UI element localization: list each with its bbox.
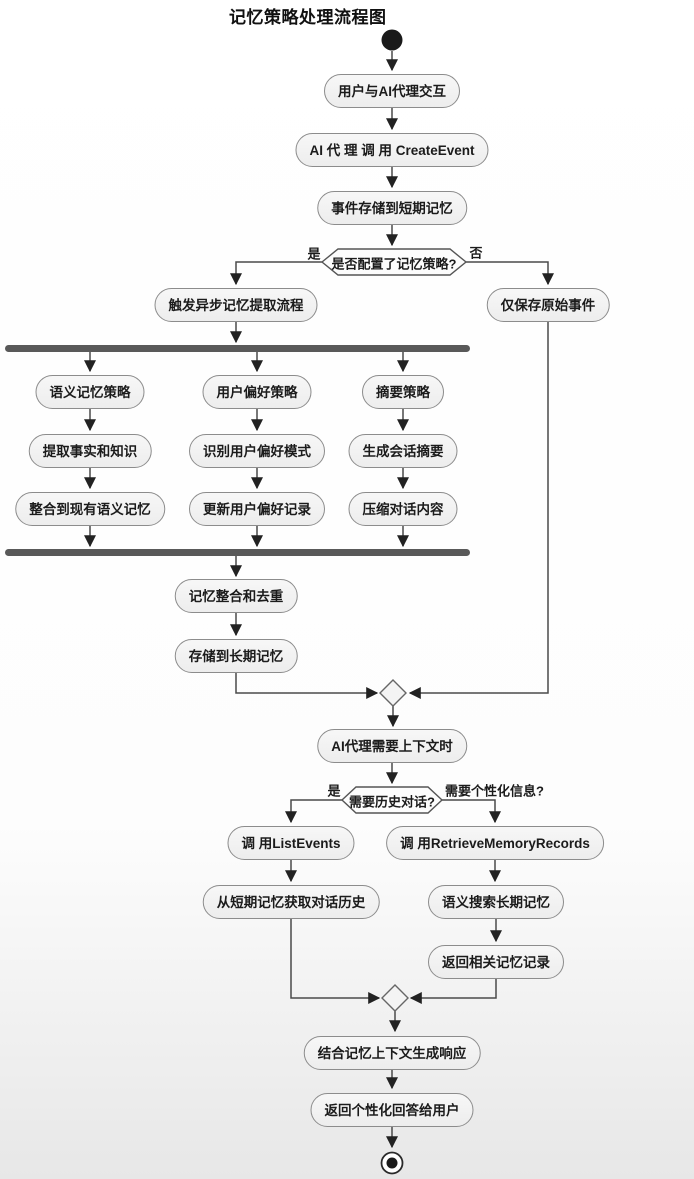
node-user-interact: 用户与AI代理交互 bbox=[324, 74, 460, 108]
node-call-create-event: AI 代 理 调 用 CreateEvent bbox=[295, 133, 489, 167]
node-save-raw-only: 仅保存原始事件 bbox=[486, 288, 610, 322]
node-semantic-strategy: 语义记忆策略 bbox=[35, 375, 145, 409]
end-node-inner bbox=[386, 1157, 398, 1169]
node-return-records: 返回相关记忆记录 bbox=[428, 945, 564, 979]
decision2-question: 需要历史对话? bbox=[349, 794, 435, 810]
node-store-short-term: 事件存储到短期记忆 bbox=[317, 191, 467, 225]
edge-save-raw-to-merge1 bbox=[408, 322, 549, 699]
diagram-title: 记忆策略处理流程图 bbox=[229, 8, 387, 27]
node-consolidate-dedup: 记忆整合和去重 bbox=[174, 579, 298, 613]
node-preference-strategy: 用户偏好策略 bbox=[202, 375, 312, 409]
node-need-context: AI代理需要上下文时 bbox=[317, 729, 467, 763]
decision1-question: 是否配置了记忆策略? bbox=[331, 256, 457, 272]
node-generate-summary: 生成会话摘要 bbox=[348, 434, 458, 468]
merge1-diamond bbox=[379, 679, 407, 707]
decision2-right-label: 需要个性化信息? bbox=[445, 783, 544, 799]
node-identify-preference: 识别用户偏好模式 bbox=[189, 434, 325, 468]
node-semantic-search: 语义搜索长期记忆 bbox=[428, 885, 564, 919]
node-merge-semantic: 整合到现有语义记忆 bbox=[15, 492, 165, 526]
edge-return-records-to-merge2 bbox=[409, 979, 497, 1004]
node-generate-response: 结合记忆上下文生成响应 bbox=[303, 1036, 481, 1070]
node-store-long-term: 存储到长期记忆 bbox=[174, 639, 298, 673]
decision1-no-label: 否 bbox=[469, 245, 483, 261]
edges bbox=[84, 51, 554, 1149]
decision1-yes-label: 是 bbox=[307, 246, 321, 262]
edge-decision1-no-to-save-raw bbox=[466, 261, 554, 286]
node-extract-facts: 提取事实和知识 bbox=[28, 434, 152, 468]
join-bar bbox=[5, 549, 470, 556]
fork-bar bbox=[5, 345, 470, 352]
decision2-yes-label: 是 bbox=[327, 783, 341, 799]
edge-store-long-to-merge1 bbox=[235, 673, 379, 699]
node-compress-dialog: 压缩对话内容 bbox=[348, 492, 458, 526]
start-node bbox=[381, 29, 403, 51]
node-return-answer: 返回个性化回答给用户 bbox=[310, 1093, 474, 1127]
decision2-hexagon bbox=[340, 786, 444, 814]
edge-decision1-yes-to-trigger bbox=[230, 261, 322, 286]
node-call-list-events: 调 用ListEvents bbox=[227, 826, 355, 860]
merge2-diamond bbox=[381, 984, 409, 1012]
node-summary-strategy: 摘要策略 bbox=[362, 375, 444, 409]
edge-decision2-right-to-retrieve bbox=[442, 799, 501, 824]
node-trigger-async: 触发异步记忆提取流程 bbox=[154, 288, 318, 322]
node-call-retrieve: 调 用RetrieveMemoryRecords bbox=[386, 826, 604, 860]
node-get-history: 从短期记忆获取对话历史 bbox=[202, 885, 380, 919]
edge-decision2-yes-to-list-events bbox=[285, 799, 342, 824]
edge-history-to-merge2 bbox=[290, 919, 381, 1004]
decision1-hexagon bbox=[320, 248, 468, 276]
node-update-preference: 更新用户偏好记录 bbox=[189, 492, 325, 526]
